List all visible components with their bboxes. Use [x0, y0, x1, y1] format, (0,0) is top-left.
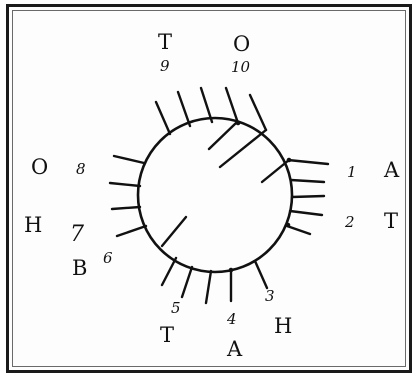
- number-label-5: 5: [171, 299, 181, 317]
- tick: [182, 267, 192, 297]
- tick: [117, 226, 146, 236]
- tick: [110, 183, 140, 186]
- chord: [220, 130, 266, 167]
- tick: [290, 211, 322, 215]
- letter-label-8: O: [31, 155, 48, 179]
- number-label-4: 4: [226, 310, 237, 328]
- dot: [229, 268, 234, 273]
- number-label-9: 9: [160, 57, 170, 75]
- tick: [291, 180, 324, 182]
- number-label-8: 8: [76, 160, 86, 178]
- chord: [262, 160, 289, 182]
- tick: [206, 271, 211, 303]
- number-label-6: 6: [103, 249, 113, 267]
- letter-label-10: O: [233, 32, 250, 56]
- number-label-3: 3: [265, 287, 275, 305]
- chord: [162, 217, 186, 246]
- letter-label-1: A: [383, 158, 400, 182]
- tick: [162, 258, 176, 285]
- tick: [226, 88, 238, 123]
- central-circle: [138, 118, 292, 272]
- position-labels: 1 A 2 T 3 H 4 A 5 T 6 B 7 H 8 O 9 T 10 O: [24, 30, 400, 361]
- tick: [255, 261, 267, 288]
- tick: [288, 160, 328, 164]
- letter-label-6: B: [72, 256, 87, 280]
- dot: [286, 223, 291, 228]
- tick: [201, 88, 212, 122]
- chord: [209, 123, 236, 149]
- tick: [156, 102, 170, 134]
- letter-label-3: H: [274, 314, 292, 338]
- tick: [250, 95, 266, 130]
- letter-label-5: T: [160, 323, 174, 347]
- letter-label-2: T: [384, 209, 398, 233]
- letter-label-9: T: [158, 30, 172, 54]
- tick: [114, 156, 144, 163]
- letter-label-4: A: [226, 337, 243, 361]
- number-label-1: 1: [347, 163, 357, 181]
- number-label-7: 7: [70, 222, 84, 247]
- dot: [287, 158, 292, 163]
- ring-dots: [229, 121, 292, 273]
- number-label-10: 10: [231, 58, 251, 76]
- tick: [178, 92, 190, 126]
- tick: [287, 226, 310, 234]
- tick: [292, 196, 324, 197]
- dot: [236, 121, 241, 126]
- tick: [112, 207, 140, 209]
- number-label-2: 2: [344, 213, 355, 231]
- letter-label-7: H: [24, 213, 42, 237]
